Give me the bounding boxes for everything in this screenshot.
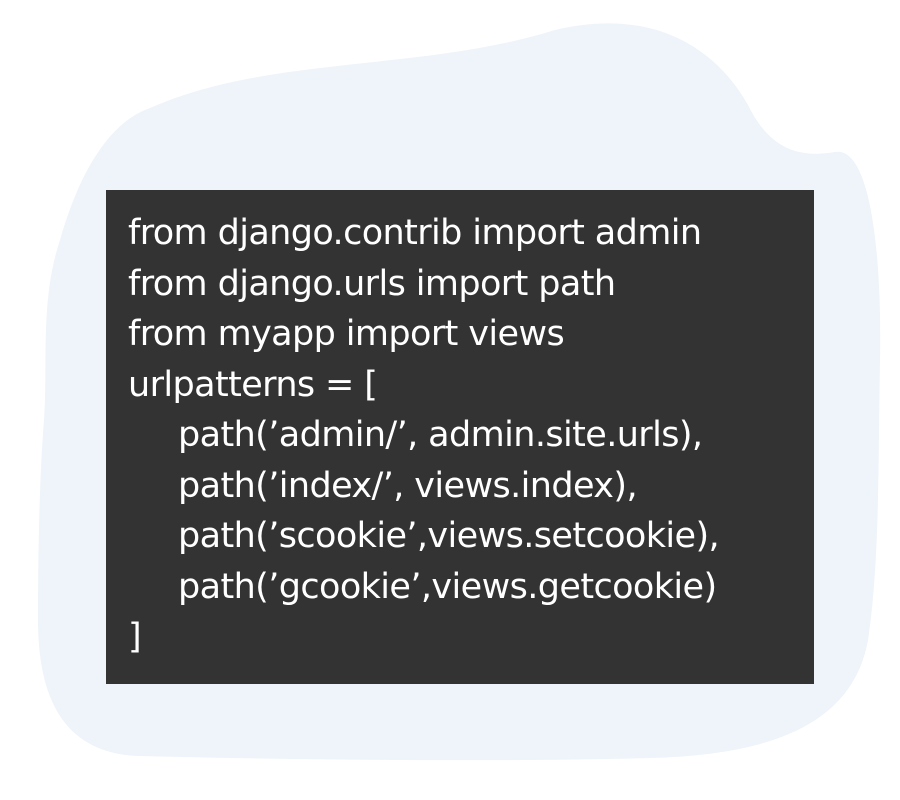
- code-line-7: path(’scookie’,views.setcookie),: [178, 516, 720, 556]
- code-line-3: from myapp import views: [128, 314, 565, 354]
- code-line-2: from django.urls import path: [128, 263, 616, 304]
- code-line-6: path(’index/’, views.index),: [178, 465, 638, 506]
- code-line-8: path(’gcookie’,views.getcookie): [178, 566, 717, 607]
- code-line-1: from django.contrib import admin: [128, 213, 702, 253]
- code-line-9: ]: [128, 617, 142, 657]
- code-line-5: path(’admin/’, admin.site.urls),: [178, 415, 703, 455]
- code-line-4: urlpatterns = [: [128, 364, 378, 405]
- code-block: from django.contrib import admin from dj…: [106, 190, 814, 684]
